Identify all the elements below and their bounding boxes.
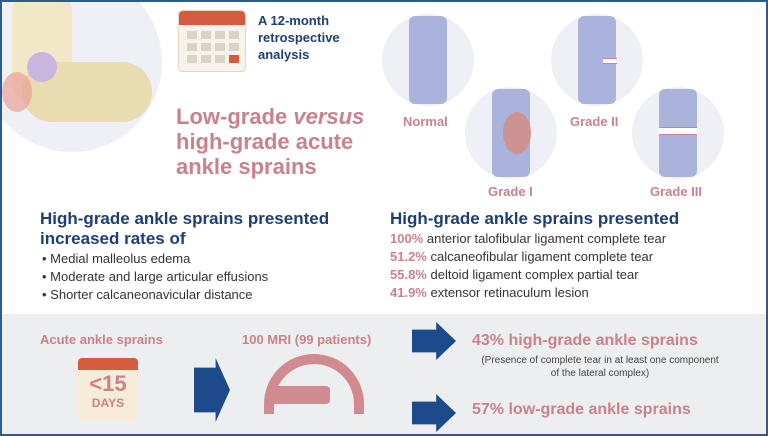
label-grade-2: Grade II [570,114,619,129]
arrow-icon [412,394,456,432]
list-item: 55.8% deltoid ligament complex partial t… [390,266,666,284]
finding-text: Moderate and large articular effusions [50,269,269,284]
title-italic: versus [293,104,365,129]
list-item: • Medial malleolus edema [42,251,191,266]
left-findings-list: • Medial malleolus edema • Moderate and … [42,250,268,304]
calendar-unit: DAYS [91,396,125,410]
calendar-value: <15 [89,371,127,396]
study-note: A 12-month retrospective analysis [258,13,340,62]
finding-pct: 55.8% [390,267,427,282]
finding-pct: 100% [390,231,424,246]
flow-panel: Acute ankle sprains <15 DAYS 100 MRI (99… [2,314,766,434]
calendar-icon [178,10,246,72]
arrow-icon [412,322,456,360]
title-part2: high-grade acute ankle sprains [176,129,354,179]
ankle-illustration [2,2,162,152]
right-findings-list: 100% anterior talofibular ligament compl… [390,230,666,302]
list-item: 51.2% calcaneofibular ligament complete … [390,248,666,266]
list-item: 100% anterior talofibular ligament compl… [390,230,666,248]
result-low: 57% low-grade ankle sprains [472,401,691,418]
ligament-normal [382,14,474,106]
finding-text: calcaneofibular ligament complete tear [426,249,654,264]
finding-text: Shorter calcaneonavicular distance [50,287,253,302]
left-findings-heading: High-grade ankle sprains presented incre… [40,209,330,248]
list-item: • Shorter calcaneonavicular distance [42,287,253,302]
finding-text: Medial malleolus edema [50,251,191,266]
ligament-grade-2 [551,14,643,106]
right-findings-heading: High-grade ankle sprains presented [390,209,680,228]
page-title: Low-grade versus high-grade acute ankle … [176,104,386,179]
finding-text: extensor retinaculum lesion [426,285,589,300]
result-high: 43% high-grade ankle sprains [472,332,698,349]
ligament-grade-3 [632,87,724,179]
list-item: 41.9% extensor retinaculum lesion [390,284,666,302]
list-item: • Moderate and large articular effusions [42,269,269,284]
finding-text: anterior talofibular ligament complete t… [423,231,667,246]
days-calendar-icon: <15 DAYS [78,358,138,420]
arrow-icon [194,358,230,422]
label-grade-3: Grade III [650,184,703,199]
step2-label: 100 MRI (99 patients) [242,332,372,347]
finding-pct: 51.2% [390,249,427,264]
finding-text: deltoid ligament complex partial tear [426,267,639,282]
step1-label: Acute ankle sprains [40,332,163,347]
label-grade-1: Grade I [488,184,533,199]
mri-scanner-icon [264,354,364,414]
label-normal: Normal [403,114,448,129]
title-part1: Low-grade [176,104,294,129]
result-high-note: (Presence of complete tear in at least o… [481,355,719,379]
ligament-grade-1 [465,87,557,179]
finding-pct: 41.9% [390,285,427,300]
